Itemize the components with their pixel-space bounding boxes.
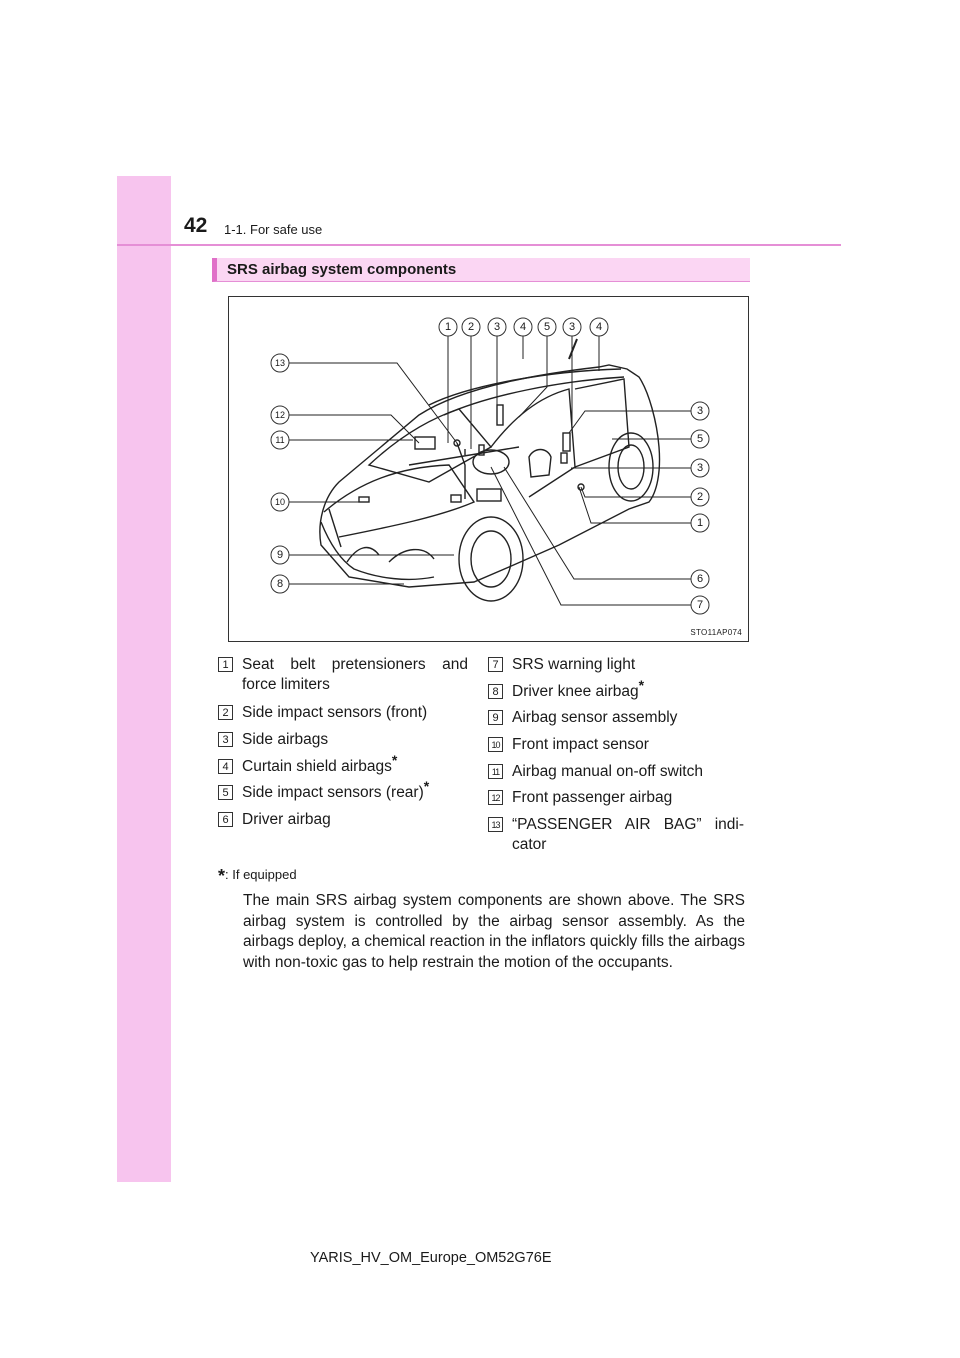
callout-left-11: 11 bbox=[271, 431, 289, 449]
page-footer: YARIS_HV_OM_Europe_OM52G76E bbox=[310, 1250, 552, 1266]
equipped-star: * bbox=[424, 778, 429, 794]
legend-text: Driver airbag bbox=[242, 810, 468, 830]
header-rule bbox=[117, 244, 841, 246]
body-paragraph: The main SRS airbag system components ar… bbox=[243, 891, 745, 973]
legend-number: 9 bbox=[488, 710, 503, 725]
callout-top-4: 4 bbox=[514, 318, 532, 336]
svg-text:1: 1 bbox=[445, 321, 451, 333]
legend-number: 11 bbox=[488, 764, 503, 779]
legend-text: Side impact sensors (front) bbox=[242, 703, 468, 723]
svg-text:5: 5 bbox=[544, 321, 550, 333]
svg-text:12: 12 bbox=[275, 410, 285, 420]
callout-left-10: 10 bbox=[271, 493, 289, 511]
svg-text:5: 5 bbox=[697, 433, 703, 445]
callout-right-7: 7 bbox=[691, 596, 709, 614]
svg-text:1: 1 bbox=[697, 517, 703, 529]
callout-right-5: 5 bbox=[691, 430, 709, 448]
legend-number: 13 bbox=[488, 817, 503, 832]
callout-top-3: 3 bbox=[488, 318, 506, 336]
side-tab-band bbox=[117, 176, 171, 1182]
callout-top-4b: 4 bbox=[590, 318, 608, 336]
svg-text:11: 11 bbox=[275, 435, 284, 445]
svg-text:2: 2 bbox=[697, 491, 703, 503]
legend-number: 3 bbox=[218, 732, 233, 747]
legend-text: Side impact sensors (rear)* bbox=[242, 783, 468, 803]
callout-right-1: 1 bbox=[691, 514, 709, 532]
callout-right-3: 3 bbox=[691, 402, 709, 420]
figure-code: STO11AP074 bbox=[690, 628, 742, 637]
callout-left-13: 13 bbox=[271, 354, 289, 372]
callout-left-9: 9 bbox=[271, 546, 289, 564]
legend-text: SRS warning light bbox=[512, 655, 738, 675]
svg-text:9: 9 bbox=[277, 549, 283, 561]
legend-text: Side airbags bbox=[242, 730, 468, 750]
legend-text: Front impact sensor bbox=[512, 735, 738, 755]
section-title: 1-1. For safe use bbox=[224, 222, 322, 237]
page-number: 42 bbox=[184, 214, 207, 238]
legend-number: 4 bbox=[218, 759, 233, 774]
section-heading: SRS airbag system components bbox=[212, 258, 750, 282]
legend-text: Curtain shield airbags* bbox=[242, 757, 468, 777]
legend-number: 2 bbox=[218, 705, 233, 720]
airbag-diagram: 1 2 3 4 5 3 4 3 5 3 2 1 6 7 13 12 11 10 … bbox=[228, 296, 749, 642]
legend-text: Driver knee airbag* bbox=[512, 682, 738, 702]
footnote: *: If equipped bbox=[218, 866, 297, 887]
callout-top-1: 1 bbox=[439, 318, 457, 336]
legend-number: 10 bbox=[488, 737, 503, 752]
legend-number: 1 bbox=[218, 657, 233, 672]
legend-text: “PASSENGER AIR BAG” indi-cator bbox=[512, 815, 744, 855]
legend-number: 8 bbox=[488, 684, 503, 699]
callout-right-3b: 3 bbox=[691, 459, 709, 477]
callout-top-2: 2 bbox=[462, 318, 480, 336]
legend-number: 7 bbox=[488, 657, 503, 672]
legend-text: Airbag sensor assembly bbox=[512, 708, 738, 728]
car-outline bbox=[320, 365, 660, 601]
svg-text:6: 6 bbox=[697, 573, 703, 585]
section-heading-text: SRS airbag system components bbox=[227, 261, 456, 278]
legend-text: Seat belt pretensioners and force limite… bbox=[242, 655, 468, 695]
svg-text:2: 2 bbox=[468, 321, 474, 333]
equipped-star: * bbox=[639, 677, 644, 693]
svg-text:10: 10 bbox=[275, 497, 285, 507]
legend-text: Airbag manual on-off switch bbox=[512, 762, 738, 782]
svg-text:3: 3 bbox=[697, 462, 703, 474]
svg-text:4: 4 bbox=[596, 321, 602, 333]
legend-number: 12 bbox=[488, 790, 503, 805]
callout-left-12: 12 bbox=[271, 406, 289, 424]
svg-text:8: 8 bbox=[277, 578, 283, 590]
legend-number: 6 bbox=[218, 812, 233, 827]
legend-text: Front passenger airbag bbox=[512, 788, 738, 808]
legend-number: 5 bbox=[218, 785, 233, 800]
svg-text:4: 4 bbox=[520, 321, 526, 333]
svg-text:3: 3 bbox=[494, 321, 500, 333]
callout-top-5: 5 bbox=[538, 318, 556, 336]
callout-right-6: 6 bbox=[691, 570, 709, 588]
footnote-star: * bbox=[218, 866, 225, 886]
svg-text:7: 7 bbox=[697, 599, 703, 611]
svg-text:3: 3 bbox=[697, 405, 703, 417]
callout-right-2: 2 bbox=[691, 488, 709, 506]
callout-left-8: 8 bbox=[271, 575, 289, 593]
car-illustration: 1 2 3 4 5 3 4 3 5 3 2 1 6 7 13 12 11 10 … bbox=[229, 297, 748, 641]
equipped-star: * bbox=[392, 752, 397, 768]
callout-top-3b: 3 bbox=[563, 318, 581, 336]
svg-text:13: 13 bbox=[275, 358, 285, 368]
svg-text:3: 3 bbox=[569, 321, 575, 333]
